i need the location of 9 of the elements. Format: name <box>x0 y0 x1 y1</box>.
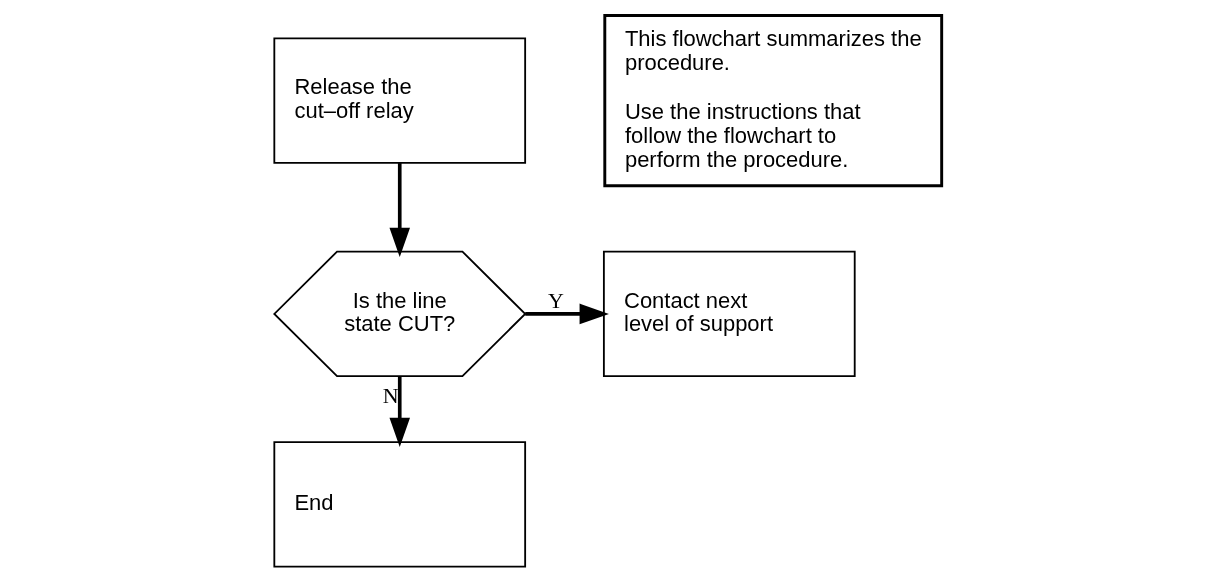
node-box: Release the cut–off relay <box>272 37 526 164</box>
node-box: End <box>272 441 526 568</box>
edge-label: N <box>382 382 399 408</box>
node-box: Contact next level of support <box>602 250 856 378</box>
arrow <box>524 303 609 325</box>
arrow <box>388 376 410 448</box>
node-box: This flowchart summarizes the procedure. Use the instructions that follow the flowchart to perform the procedure. <box>602 14 943 188</box>
arrow <box>388 163 410 258</box>
edge-label: Y <box>547 287 564 313</box>
